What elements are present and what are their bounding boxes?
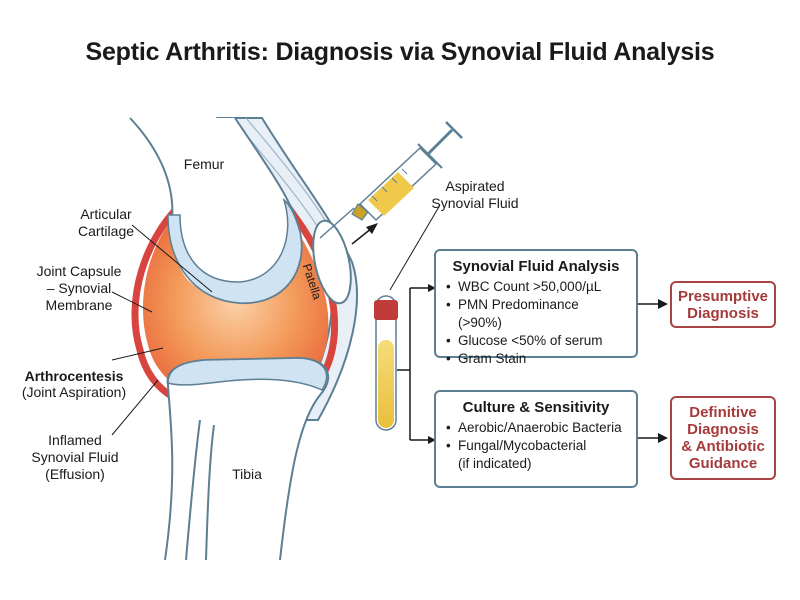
label-tibia: Tibia — [232, 466, 262, 482]
patella — [312, 219, 352, 305]
analysis-list: WBC Count >50,000/µL PMN Predominance (>… — [446, 278, 626, 368]
page-title: Septic Arthritis: Diagnosis via Synovial… — [85, 38, 715, 66]
label-joint-capsule: Joint Capsule – Synovial Membrane — [36, 263, 122, 313]
culture-list: Aerobic/Anaerobic Bacteria Fungal/Mycoba… — [446, 419, 626, 473]
analysis-box-title: Synovial Fluid Analysis — [452, 258, 620, 275]
culture-item-fungal: Fungal/Mycobacterial (if indicated) — [446, 437, 626, 473]
label-articular-cartilage: Articular Cartilage — [77, 206, 135, 239]
analysis-item-gram-stain: Gram Stain — [446, 350, 626, 368]
label-femur: Femur — [183, 156, 225, 172]
fibula-bone — [185, 419, 201, 561]
label-joint-aspiration: (Joint Aspiration) — [21, 384, 127, 400]
culture-sensitivity-box: Culture & Sensitivity Aerobic/Anaerobic … — [434, 390, 638, 488]
culture-item-bacteria: Aerobic/Anaerobic Bacteria — [446, 419, 626, 437]
test-tube — [374, 295, 398, 431]
tibial-cartilage — [167, 357, 328, 391]
analysis-item-pmn: PMN Predominance (>90%) — [446, 296, 626, 332]
label-aspirated-fluid: Aspirated Synovial Fluid — [431, 178, 519, 211]
syringe — [319, 121, 463, 239]
synovial-fluid-analysis-box: Synovial Fluid Analysis WBC Count >50,00… — [434, 249, 638, 368]
culture-box-title: Culture & Sensitivity — [462, 399, 610, 416]
presumptive-diagnosis-box: Presumptive Diagnosis — [670, 281, 776, 328]
definitive-diagnosis-box: Definitive Diagnosis & Antibiotic Guidan… — [670, 396, 776, 480]
analysis-item-wbc: WBC Count >50,000/µL — [446, 278, 626, 296]
label-arthrocentesis: Arthrocentesis — [24, 368, 124, 384]
analysis-item-glucose: Glucose <50% of serum — [446, 332, 626, 350]
femoral-cartilage — [167, 197, 303, 304]
label-inflamed-fluid: Inflamed Synovial Fluid (Effusion) — [31, 432, 119, 482]
